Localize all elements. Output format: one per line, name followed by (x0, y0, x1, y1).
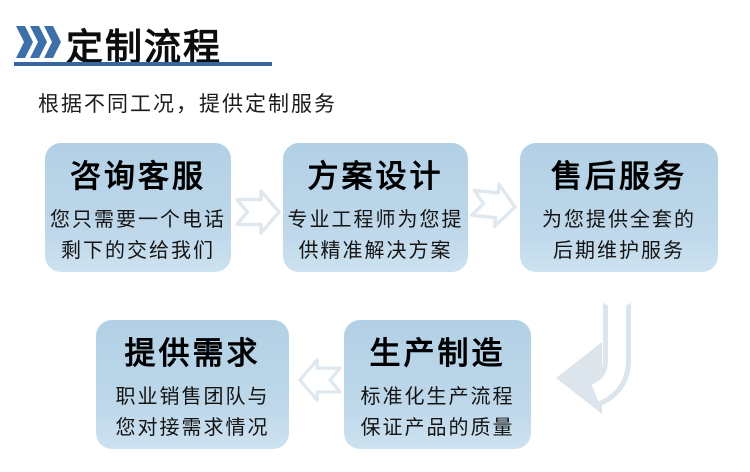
step-title: 生产制造 (369, 336, 506, 371)
triple-chevron-right-icon (16, 26, 61, 58)
step-title: 咨询客服 (70, 159, 206, 194)
flow-arrow-down-left-icon (556, 294, 634, 414)
step-desc-line: 为您提供全套的 (542, 209, 696, 231)
step-title: 方案设计 (307, 159, 444, 194)
subtitle: 根据不同工况，提供定制服务 (38, 93, 337, 116)
step-desc-line: 后期维护服务 (553, 240, 685, 262)
step-card-aftersale: 售后服务 为您提供全套的 后期维护服务 (520, 143, 718, 272)
page-title: 定制流程 (66, 27, 222, 68)
step-desc-line: 保证产品的质量 (360, 417, 515, 439)
step-title: 提供需求 (124, 336, 261, 371)
step-card-consult: 咨询客服 您只需要一个电话 剩下的交给我们 (45, 143, 231, 272)
step-desc-line: 供精准解决方案 (298, 240, 453, 262)
step-desc-line: 剩下的交给我们 (61, 240, 215, 262)
step-desc-line: 专业工程师为您提 (287, 209, 464, 231)
step-card-production: 生产制造 标准化生产流程 保证产品的质量 (344, 320, 531, 449)
step-desc-line: 职业销售团队与 (115, 386, 270, 408)
step-title: 售后服务 (551, 159, 687, 194)
flow-arrow-left-icon (298, 358, 342, 402)
step-card-design: 方案设计 专业工程师为您提 供精准解决方案 (283, 143, 468, 272)
title-underline (14, 62, 272, 66)
flow-arrow-right-1-icon (235, 189, 281, 235)
step-desc-line: 您只需要一个电话 (50, 209, 226, 231)
step-desc-line: 您对接需求情况 (115, 417, 270, 439)
step-desc-line: 标准化生产流程 (360, 386, 515, 408)
flow-arrow-right-2-icon (470, 182, 517, 228)
step-card-requirements: 提供需求 职业销售团队与 您对接需求情况 (96, 320, 289, 449)
